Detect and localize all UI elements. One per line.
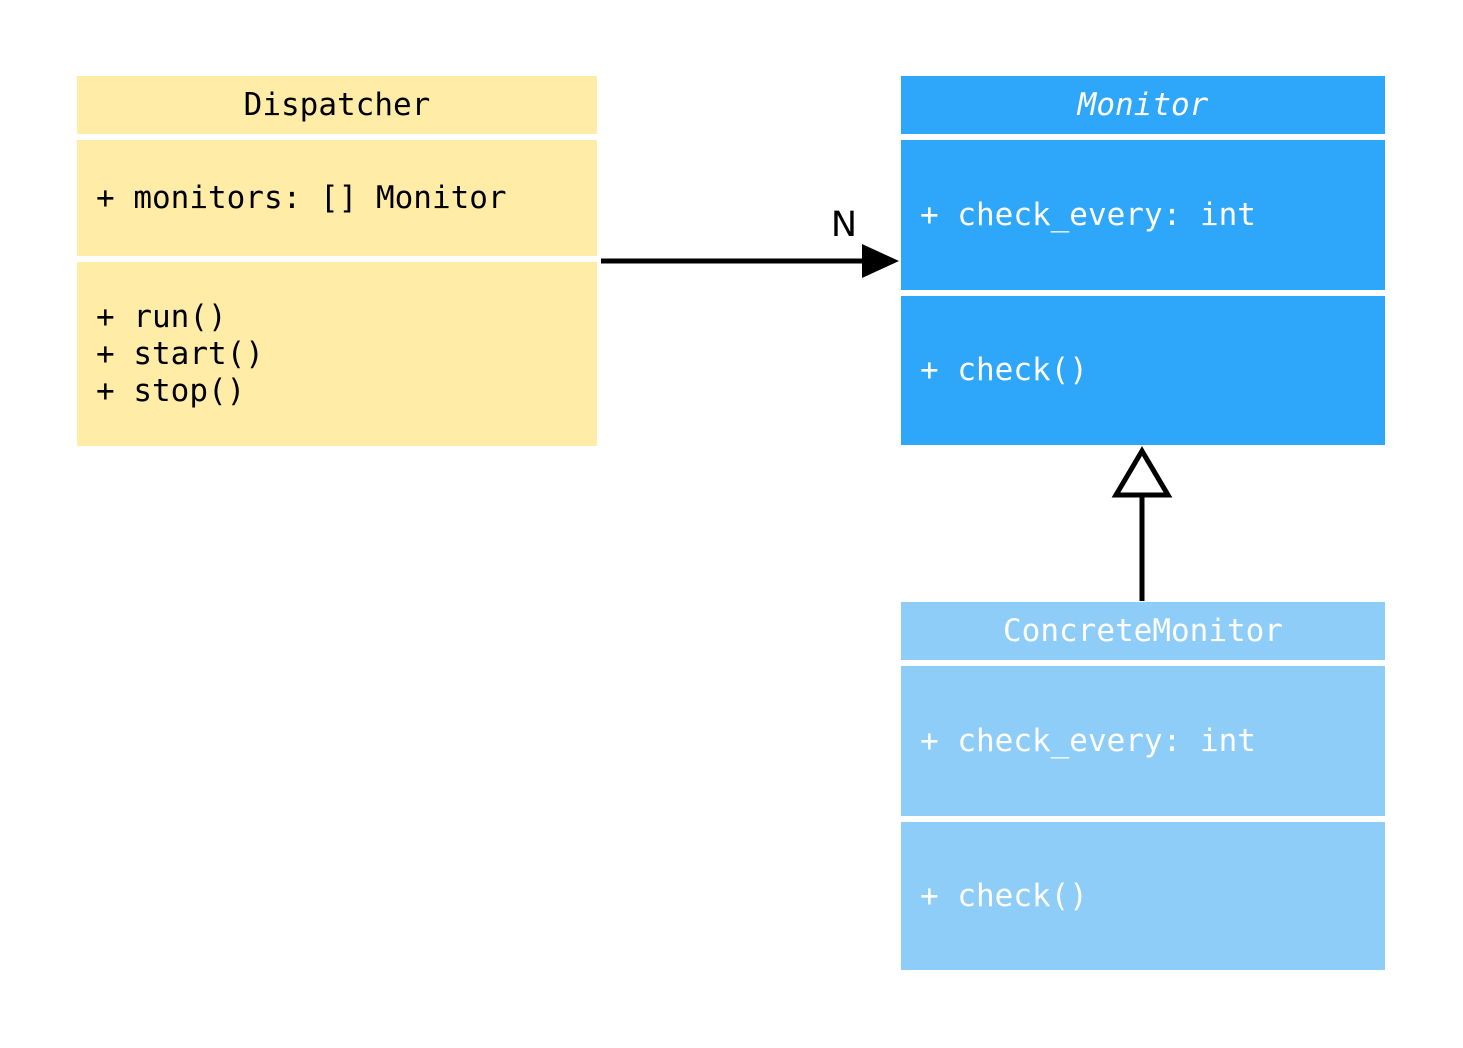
- attribute-line: + check_every: int: [920, 196, 1256, 233]
- class-title-concretemonitor: ConcreteMonitor: [901, 602, 1385, 660]
- class-methods-monitor: + check(): [901, 296, 1385, 445]
- class-methods-concretemonitor: + check(): [901, 822, 1385, 970]
- class-box-monitor: Monitor + check_every: int + check(): [901, 76, 1385, 445]
- class-attributes-concretemonitor: + check_every: int: [901, 666, 1385, 816]
- association-arrow: [601, 244, 899, 278]
- class-box-dispatcher: Dispatcher + monitors: [] Monitor + run(…: [77, 76, 597, 446]
- class-attributes-dispatcher: + monitors: [] Monitor: [77, 140, 597, 256]
- class-methods-dispatcher: + run() + start() + stop(): [77, 262, 597, 446]
- association-multiplicity-label: N: [830, 205, 858, 245]
- class-attributes-monitor: + check_every: int: [901, 140, 1385, 290]
- method-line: + check(): [920, 877, 1088, 914]
- inheritance-arrow: [1111, 446, 1173, 601]
- class-title-monitor: Monitor: [901, 76, 1385, 134]
- class-title-dispatcher: Dispatcher: [77, 76, 597, 134]
- method-line: + stop(): [96, 372, 246, 409]
- attribute-line: + monitors: [] Monitor: [96, 179, 507, 216]
- method-line: + check(): [920, 352, 1088, 388]
- attribute-line: + check_every: int: [920, 722, 1256, 759]
- method-line: + run(): [96, 298, 227, 335]
- class-box-concretemonitor: ConcreteMonitor + check_every: int + che…: [901, 602, 1385, 970]
- method-line: + start(): [96, 335, 264, 372]
